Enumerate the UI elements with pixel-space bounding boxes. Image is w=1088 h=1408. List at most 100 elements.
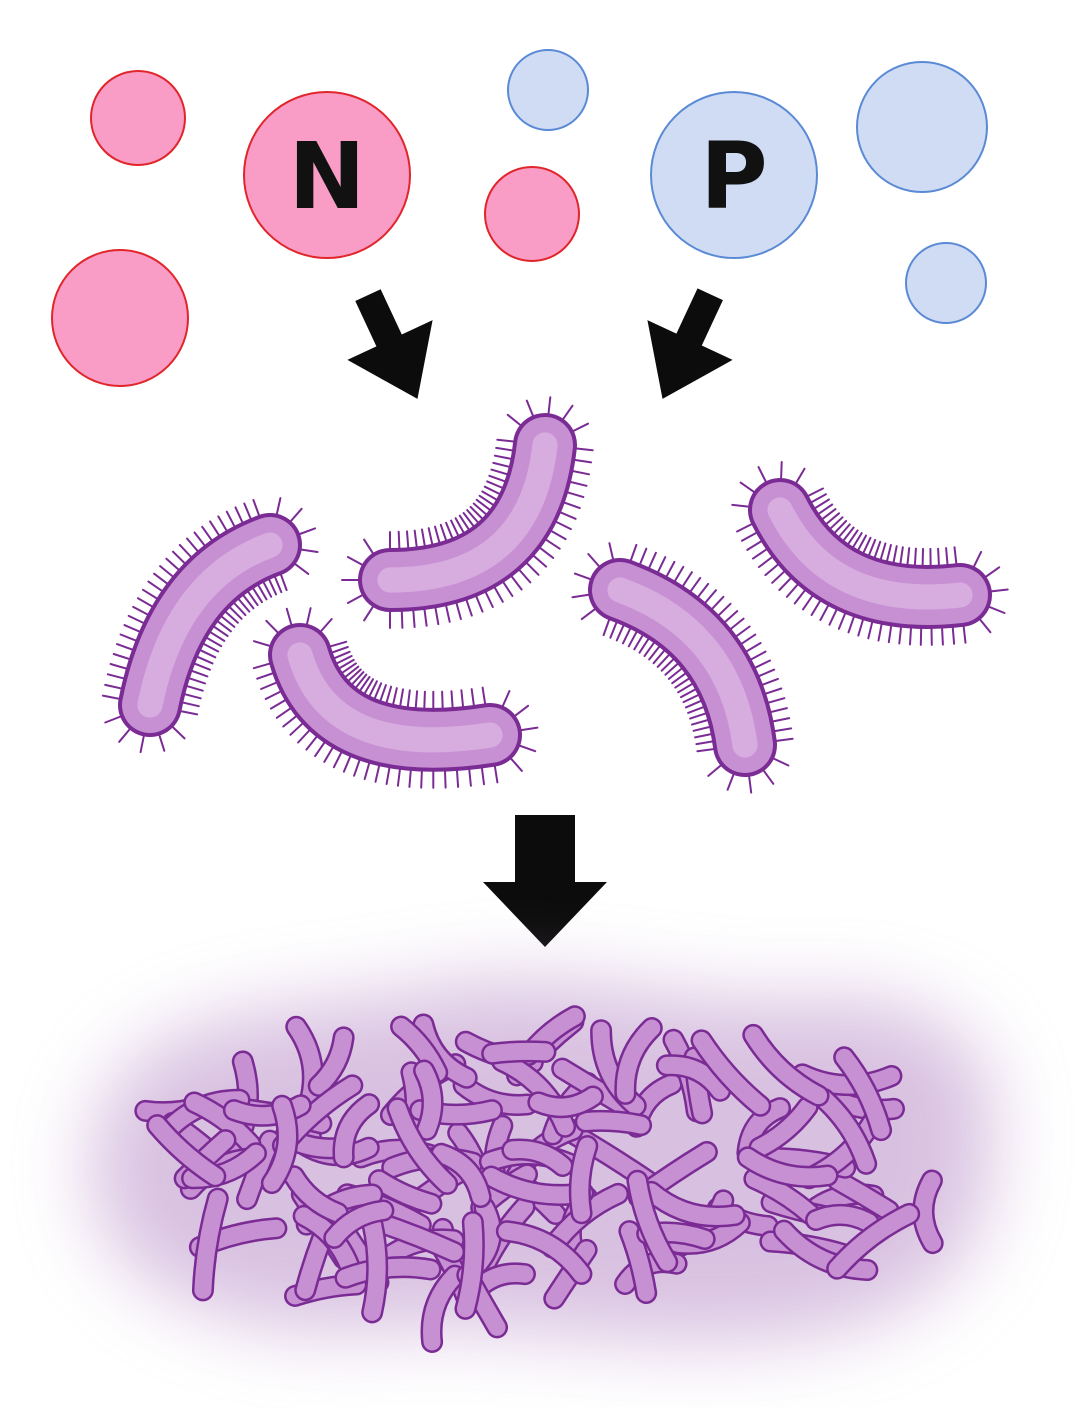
cell-body: [620, 1222, 655, 1302]
cell-body: [739, 1148, 836, 1186]
cell-highlight: [137, 532, 283, 718]
bloom-bacteria: [134, 1005, 944, 1353]
cell-body: [389, 1099, 456, 1193]
cell-highlight: [767, 497, 973, 610]
bacterium-icon: [527, 1085, 604, 1119]
bacterium-icon: [260, 1094, 299, 1195]
down-arrow-icon: [647, 288, 733, 399]
cell-body: [415, 1062, 441, 1139]
bacteria-group: [101, 396, 1009, 794]
cell-body: [775, 1222, 876, 1279]
bacterium-icon: [833, 1046, 893, 1142]
bacterium-icon: [501, 1138, 574, 1177]
cell-body: [807, 1206, 878, 1232]
bacterium-icon: [813, 1088, 878, 1175]
cell-highlight: [287, 642, 503, 753]
cell-body: [793, 1065, 900, 1094]
cell-body: [238, 1132, 279, 1208]
bacterium-icon: [222, 1094, 312, 1127]
arrows: [347, 288, 733, 947]
cell-body: [529, 1087, 602, 1116]
bacterium-icon: [574, 1109, 653, 1137]
bacterium-icon: [626, 1169, 679, 1274]
cell-body: [432, 1145, 490, 1206]
bacterium-icon: [614, 1017, 663, 1105]
bacterium-icon: [101, 497, 319, 754]
nitrogen-particle: [484, 166, 580, 262]
down-arrow-icon: [347, 289, 433, 399]
nitrogen-particle: [51, 249, 189, 387]
cell-body: [571, 1137, 596, 1222]
bacterium-icon: [146, 1114, 227, 1188]
cell-body: [693, 1031, 769, 1115]
bacterium-icon: [826, 1202, 921, 1280]
cell-body: [503, 1141, 572, 1175]
bacterium-icon: [655, 1054, 732, 1102]
cilia: [341, 396, 594, 629]
cell-body: [335, 1095, 378, 1166]
cell-body: [310, 1028, 353, 1095]
bacterium-icon: [236, 1129, 281, 1211]
bacterium-icon: [361, 1212, 389, 1324]
bacterium-icon: [912, 1169, 944, 1255]
cell-body: [744, 1026, 828, 1105]
bacterium-icon: [183, 1091, 262, 1156]
cell-body: [914, 1172, 942, 1252]
down-arrow-icon: [483, 815, 607, 947]
bacterium-icon: [618, 1220, 658, 1305]
bacterium-icon: [420, 1264, 466, 1353]
bacterium-icon: [191, 1187, 229, 1302]
bacterium-icon: [285, 1015, 324, 1115]
cell-body: [642, 1183, 744, 1226]
nitrogen-label: N: [289, 123, 366, 230]
bacterium-icon: [413, 1059, 444, 1141]
cell-body: [263, 1097, 296, 1192]
cell-body: [285, 1167, 347, 1222]
cell-body: [616, 1019, 661, 1103]
cell-highlight: [607, 577, 758, 758]
nitrogen-particle: [90, 70, 186, 166]
cell-body: [483, 1042, 554, 1063]
nitrogen-particle-labeled: [243, 91, 411, 259]
cell-body: [498, 1222, 590, 1283]
bacterium-icon: [252, 607, 539, 789]
bacterium-icon: [748, 1095, 819, 1159]
bacterium-icon: [791, 1063, 903, 1097]
bacterium-icon: [430, 1142, 492, 1209]
bacterium-icon: [307, 1026, 355, 1097]
cell-body: [370, 1171, 440, 1213]
phosphorus-particle: [856, 61, 988, 193]
bacterium-icon: [454, 1211, 485, 1320]
cell-body: [185, 1093, 260, 1153]
bacterium-icon: [495, 1220, 593, 1285]
bacterium-icon: [323, 1199, 395, 1249]
phosphorus-label: P: [700, 123, 767, 230]
phosphorus-particle-labeled: [650, 91, 818, 259]
cell-body: [423, 1267, 464, 1351]
bacterium-icon: [386, 1097, 459, 1195]
cilia: [571, 542, 794, 794]
bacterium-icon: [571, 542, 794, 794]
bacterium-icon: [736, 1146, 839, 1188]
cell-body: [225, 1096, 310, 1125]
cell-body: [287, 1018, 322, 1113]
bacterium-icon: [640, 1180, 746, 1228]
cell-body: [658, 1056, 729, 1100]
cell-highlight: [377, 432, 558, 593]
cell-body: [194, 1190, 227, 1299]
cilia: [731, 461, 1009, 646]
bacterium-icon: [805, 1203, 880, 1234]
cell-body: [828, 1205, 918, 1278]
bacterium-icon: [367, 1169, 443, 1215]
cell-body: [456, 1213, 483, 1318]
bacterium-icon: [568, 1135, 599, 1225]
cell-body: [751, 1098, 817, 1157]
cell-body: [628, 1172, 676, 1271]
cilia: [101, 497, 319, 754]
phosphorus-particle: [905, 242, 987, 324]
cell-body: [815, 1090, 875, 1173]
bacterium-icon: [826, 1169, 900, 1222]
bacterium-icon: [481, 1040, 557, 1065]
bacterium-icon: [731, 461, 1009, 646]
